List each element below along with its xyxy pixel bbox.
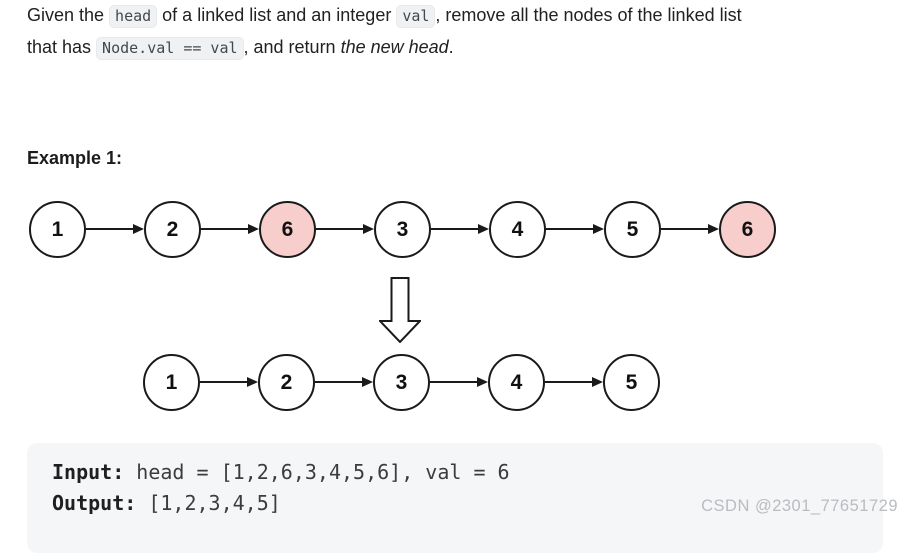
node-value: 6 — [281, 217, 294, 241]
list-node: 3 — [374, 201, 431, 258]
next-pointer-arrow — [546, 224, 604, 234]
node-value: 3 — [395, 370, 408, 394]
next-pointer-arrow — [430, 377, 488, 387]
inline-code-token: Node.val == val — [96, 37, 244, 60]
list-node: 3 — [373, 354, 430, 411]
next-pointer-arrow — [431, 224, 489, 234]
arrow-head — [592, 377, 603, 387]
next-pointer-arrow — [661, 224, 719, 234]
list-node: 4 — [488, 354, 545, 411]
list-node: 5 — [603, 354, 660, 411]
io-label: Output: — [52, 491, 137, 515]
inline-code-token: head — [109, 5, 158, 28]
statement-text: , remove all the nodes of the linked lis… — [435, 5, 742, 25]
list-node: 1 — [143, 354, 200, 411]
example-heading: Example 1: — [27, 148, 123, 168]
list-node: 2 — [144, 201, 201, 258]
statement-line: Given the head of a linked list and an i… — [27, 0, 742, 32]
node-value: 4 — [511, 217, 524, 241]
statement-text: Given the — [27, 5, 110, 25]
node-value: 5 — [625, 370, 638, 394]
arrow-shaft — [315, 381, 365, 383]
csdn-watermark: CSDN @2301_77651729 — [701, 497, 898, 515]
problem-page: Given the head of a linked list and an i… — [27, 0, 898, 519]
node-value: 2 — [166, 217, 179, 241]
arrow-head — [478, 224, 489, 234]
arrow-shaft — [545, 381, 595, 383]
list-node: 5 — [604, 201, 661, 258]
node-value: 1 — [51, 217, 64, 241]
problem-statement: Given the head of a linked list and an i… — [27, 0, 742, 64]
statement-text: of a linked list and an integer — [157, 5, 397, 25]
node-value: 1 — [165, 370, 178, 394]
io-value: [1,2,3,4,5] — [136, 491, 281, 515]
arrow-head — [708, 224, 719, 234]
next-pointer-arrow — [316, 224, 374, 234]
io-value: head = [1,2,6,3,4,5,6], val = 6 — [124, 460, 510, 484]
arrow-head — [248, 224, 259, 234]
arrow-shaft — [430, 381, 480, 383]
node-value: 2 — [280, 370, 293, 394]
arrow-shaft — [86, 228, 136, 230]
next-pointer-arrow — [201, 224, 259, 234]
arrow-shaft — [200, 381, 250, 383]
arrow-shaft — [431, 228, 481, 230]
io-line: Output: [1,2,3,4,5] — [52, 488, 883, 519]
list-node: 2 — [258, 354, 315, 411]
list-node-removed: 6 — [719, 201, 776, 258]
arrow-head — [362, 377, 373, 387]
arrow-head — [477, 377, 488, 387]
node-value: 3 — [396, 217, 409, 241]
emphasis-text: the new head — [340, 37, 449, 57]
io-line: Input: head = [1,2,6,3,4,5,6], val = 6 — [52, 457, 883, 488]
arrow-head — [363, 224, 374, 234]
next-pointer-arrow — [86, 224, 144, 234]
statement-line: that has Node.val == val, and return the… — [27, 32, 742, 64]
statement-text: , and return — [243, 37, 341, 57]
list-node-removed: 6 — [259, 201, 316, 258]
down-arrow-icon — [379, 277, 421, 343]
list-node: 4 — [489, 201, 546, 258]
node-value: 5 — [626, 217, 639, 241]
io-label: Input: — [52, 460, 125, 484]
arrow-shaft — [661, 228, 711, 230]
arrow-head — [247, 377, 258, 387]
next-pointer-arrow — [315, 377, 373, 387]
arrow-shaft — [316, 228, 366, 230]
arrow-shaft — [546, 228, 596, 230]
statement-text: . — [448, 37, 454, 57]
list-node: 1 — [29, 201, 86, 258]
arrow-shaft — [201, 228, 251, 230]
arrow-head — [593, 224, 604, 234]
next-pointer-arrow — [200, 377, 258, 387]
next-pointer-arrow — [545, 377, 603, 387]
node-value: 6 — [741, 217, 754, 241]
arrow-head — [133, 224, 144, 234]
statement-text: that has — [27, 37, 97, 57]
inline-code-token: val — [396, 5, 436, 28]
node-value: 4 — [510, 370, 523, 394]
